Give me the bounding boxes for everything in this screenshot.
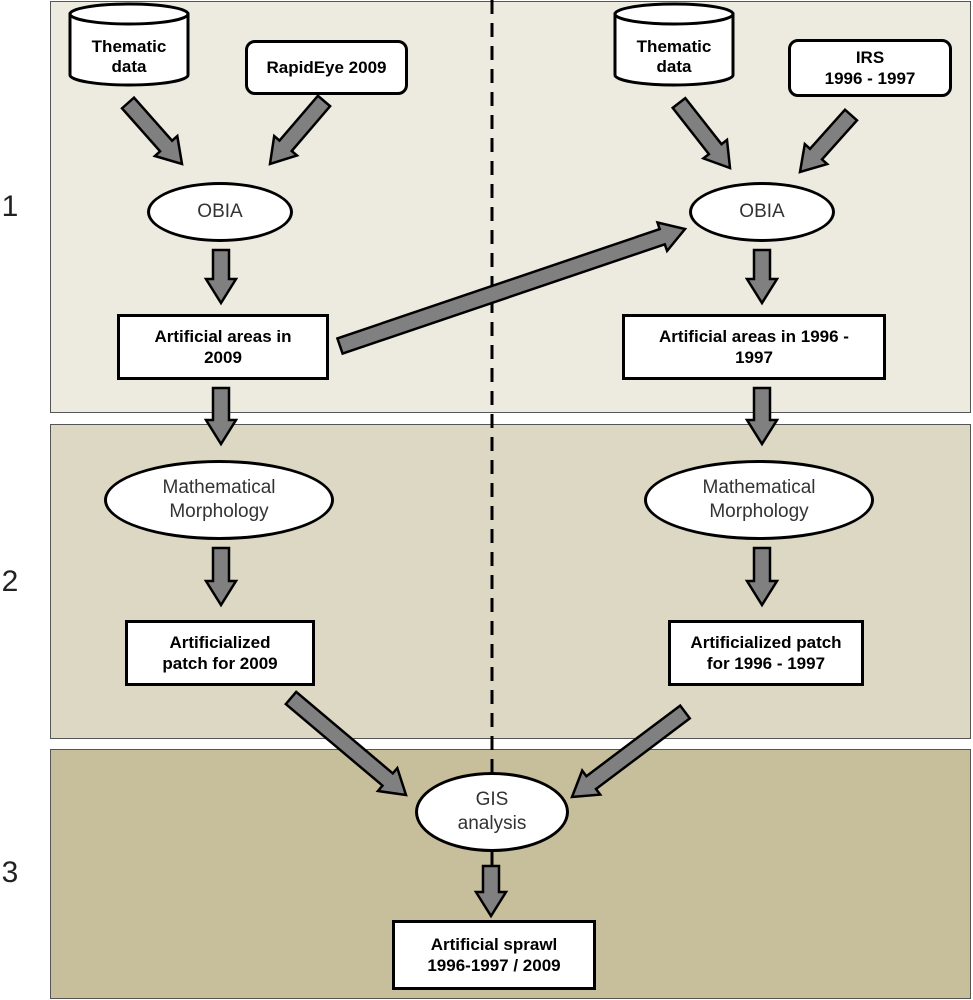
arrow-rapideye-to-left-obia bbox=[268, 94, 332, 166]
arrow-irs-to-right-obia bbox=[798, 107, 859, 174]
rapideye-2009-box: RapidEye 2009 bbox=[245, 40, 408, 95]
right-artificial-areas-box: Artificial areas in 1996 -1997 bbox=[622, 314, 886, 380]
left-obia-node: OBIA bbox=[147, 182, 293, 242]
stage-2-label: 2 bbox=[1, 565, 19, 598]
stage-1-label: 1 bbox=[1, 190, 19, 223]
arrow-left-areas-to-morphology bbox=[203, 386, 239, 447]
arrow-thematic-to-left-obia bbox=[120, 95, 184, 166]
arrow-right-morphology-to-patch bbox=[744, 546, 780, 608]
arrow-right-thematic-to-obia bbox=[670, 96, 732, 170]
arrow-left-morphology-to-patch bbox=[203, 546, 239, 608]
database-cylinder-icon bbox=[613, 2, 735, 87]
stage-3-label: 3 bbox=[1, 856, 19, 889]
right-obia-node: OBIA bbox=[689, 182, 835, 242]
arrow-left-areas-to-right-obia bbox=[335, 220, 688, 356]
arrow-left-obia-to-areas bbox=[203, 248, 239, 306]
arrow-right-patch-to-gis bbox=[570, 703, 692, 799]
arrow-right-obia-to-areas bbox=[744, 248, 780, 306]
arrow-gis-to-sprawl bbox=[473, 864, 509, 919]
database-cylinder-icon bbox=[68, 2, 190, 87]
arrow-right-areas-to-morphology bbox=[744, 386, 780, 447]
arrow-left-patch-to-gis bbox=[284, 690, 408, 797]
